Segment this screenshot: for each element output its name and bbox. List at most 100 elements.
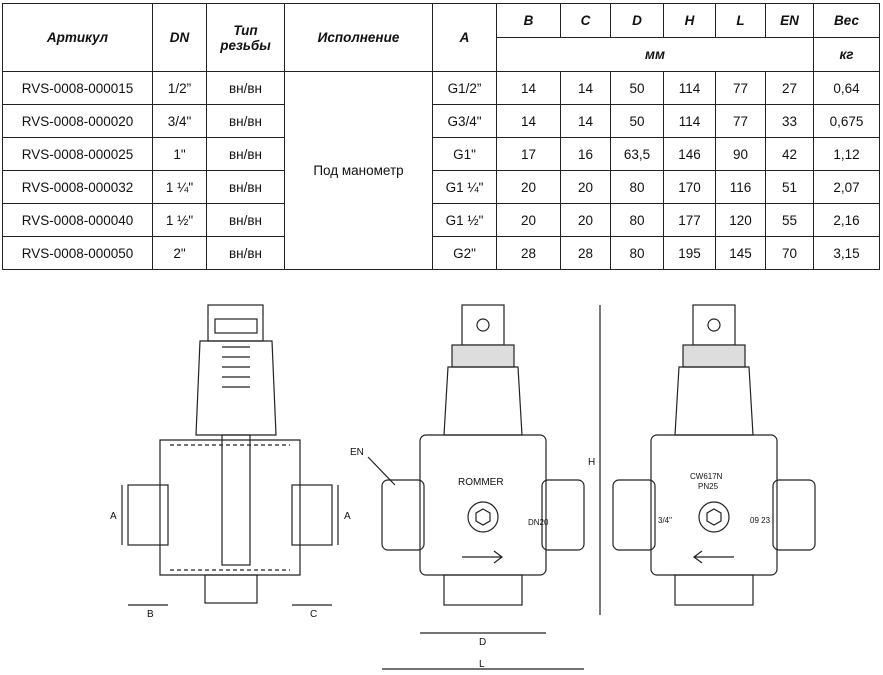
- cell-b: 14: [496, 104, 561, 138]
- header-a: A: [432, 3, 497, 72]
- front-dn-mark: DN20: [528, 518, 549, 527]
- header-article: Артикул: [2, 3, 153, 72]
- back-body: [650, 434, 778, 576]
- cell-h: 114: [663, 104, 716, 138]
- header-en: EN: [765, 3, 814, 38]
- front-gauge-port: [467, 501, 499, 533]
- header-unit-kg: кг: [813, 37, 880, 72]
- front-en-leader: [367, 456, 396, 486]
- cell-article: RVS-0008-000040: [2, 203, 153, 237]
- cell-a: G3/4": [432, 104, 497, 138]
- front-bonnet: [443, 366, 523, 436]
- cell-a: G1 ½": [432, 203, 497, 237]
- front-cap-hole: [476, 318, 490, 332]
- section-body: [159, 439, 301, 576]
- cell-l: 77: [715, 104, 766, 138]
- cell-h: 114: [663, 71, 716, 105]
- section-hatch-lines: [170, 444, 290, 571]
- back-view: [612, 304, 816, 606]
- cell-d: 63,5: [610, 137, 664, 171]
- back-hex-plug: [706, 508, 722, 526]
- section-top-cap: [207, 304, 264, 342]
- front-view: [367, 304, 601, 670]
- header-d: D: [610, 3, 664, 38]
- cell-h: 177: [663, 203, 716, 237]
- cell-a: G1 ¼": [432, 170, 497, 204]
- cell-execution: Под манометр: [284, 71, 433, 270]
- cell-c: 16: [560, 137, 611, 171]
- cell-d: 80: [610, 170, 664, 204]
- header-h: H: [663, 3, 716, 38]
- cell-b: 17: [496, 137, 561, 171]
- header-thread-type: Тип резьбы: [206, 3, 285, 72]
- back-knurled-ring: [682, 344, 746, 368]
- cell-weight: 2,16: [813, 203, 880, 237]
- cell-c: 20: [560, 203, 611, 237]
- section-label-b: B: [147, 609, 154, 620]
- cell-dn: 1 ½": [152, 203, 207, 237]
- cell-c: 20: [560, 170, 611, 204]
- valve-drawings: A A B C EN H D L ROMMER DN20 C: [110, 304, 816, 670]
- section-label-c: C: [310, 609, 317, 620]
- cell-h: 146: [663, 137, 716, 171]
- cell-article: RVS-0008-000015: [2, 71, 153, 105]
- cell-article: RVS-0008-000020: [2, 104, 153, 138]
- header-weight: Вес: [813, 3, 880, 38]
- cell-d: 50: [610, 104, 664, 138]
- front-top-cap: [461, 304, 505, 346]
- back-cap-hole: [707, 318, 721, 332]
- front-body: [419, 434, 547, 576]
- header-l: L: [715, 3, 766, 38]
- cell-thread: вн/вн: [206, 137, 285, 171]
- cell-b: 14: [496, 71, 561, 105]
- cell-l: 120: [715, 203, 766, 237]
- cell-c: 14: [560, 104, 611, 138]
- back-flow-arrow: [693, 550, 734, 564]
- cell-l: 77: [715, 71, 766, 105]
- cell-en: 27: [765, 71, 814, 105]
- cell-b: 20: [496, 203, 561, 237]
- cell-en: 33: [765, 104, 814, 138]
- front-left-nut: [381, 479, 425, 551]
- front-label-en: EN: [350, 447, 364, 458]
- cell-a: G2": [432, 236, 497, 270]
- cell-dn: 1": [152, 137, 207, 171]
- back-size-mark: 3/4": [658, 516, 672, 525]
- cell-article: RVS-0008-000025: [2, 137, 153, 171]
- front-hex-plug: [475, 508, 491, 526]
- cell-h: 195: [663, 236, 716, 270]
- back-pressure: PN25: [698, 482, 719, 491]
- cell-thread: вн/вн: [206, 170, 285, 204]
- front-flow-arrow: [462, 550, 503, 564]
- cell-en: 51: [765, 170, 814, 204]
- cell-thread: вн/вн: [206, 104, 285, 138]
- cell-l: 90: [715, 137, 766, 171]
- section-screw: [214, 318, 258, 334]
- back-bottom: [674, 574, 754, 606]
- back-bonnet: [674, 366, 754, 436]
- front-label-h: H: [588, 457, 595, 468]
- back-gauge-port: [698, 501, 730, 533]
- section-inlet: [127, 484, 169, 546]
- section-bonnet: [195, 340, 277, 436]
- front-right-nut: [541, 479, 585, 551]
- back-material: CW617N: [690, 472, 723, 481]
- section-bottom-plug: [204, 574, 258, 604]
- spec-table: Артикул DN Тип резьбы Исполнение A B C D…: [2, 3, 880, 270]
- cell-weight: 0,675: [813, 104, 880, 138]
- cell-b: 20: [496, 170, 561, 204]
- cell-dn: 1/2”: [152, 71, 207, 105]
- cell-dn: 3/4": [152, 104, 207, 138]
- header-dn: DN: [152, 3, 207, 72]
- header-execution: Исполнение: [284, 3, 433, 72]
- cell-a: G1/2”: [432, 71, 497, 105]
- cell-dn: 2": [152, 236, 207, 270]
- cell-d: 80: [610, 203, 664, 237]
- cell-c: 14: [560, 71, 611, 105]
- front-bottom: [443, 574, 523, 606]
- cell-a: G1": [432, 137, 497, 171]
- cell-en: 70: [765, 236, 814, 270]
